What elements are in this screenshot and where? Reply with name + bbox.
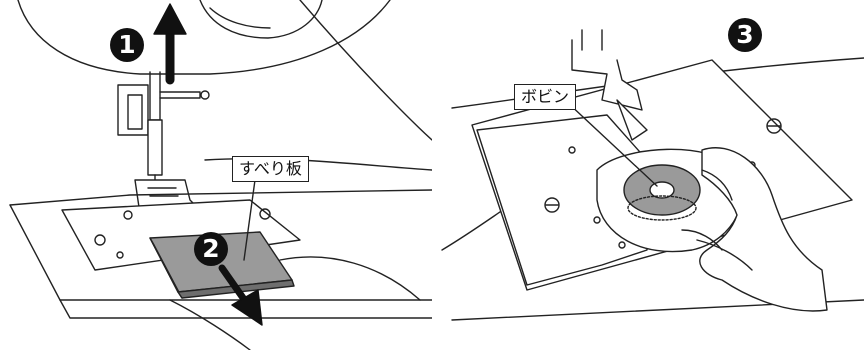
- slide-plate-label: すべり板: [232, 156, 309, 182]
- step-1-badge: 1: [110, 28, 144, 62]
- left-illustration: [9, 0, 432, 350]
- needle-plate: [476, 114, 648, 286]
- step-3-badge: 3: [728, 18, 762, 52]
- right-illustration: [441, 29, 864, 321]
- hand: [699, 147, 828, 312]
- step-2-badge: 2: [194, 232, 228, 266]
- needle-bar: [149, 71, 161, 121]
- panel-remove-slide-plate: 1 2 すべり板: [9, 0, 432, 350]
- panel-remove-bobbin: 3 ボビン: [432, 0, 864, 350]
- machine-arm: [17, 0, 391, 75]
- bobbin-label: ボビン: [514, 84, 577, 110]
